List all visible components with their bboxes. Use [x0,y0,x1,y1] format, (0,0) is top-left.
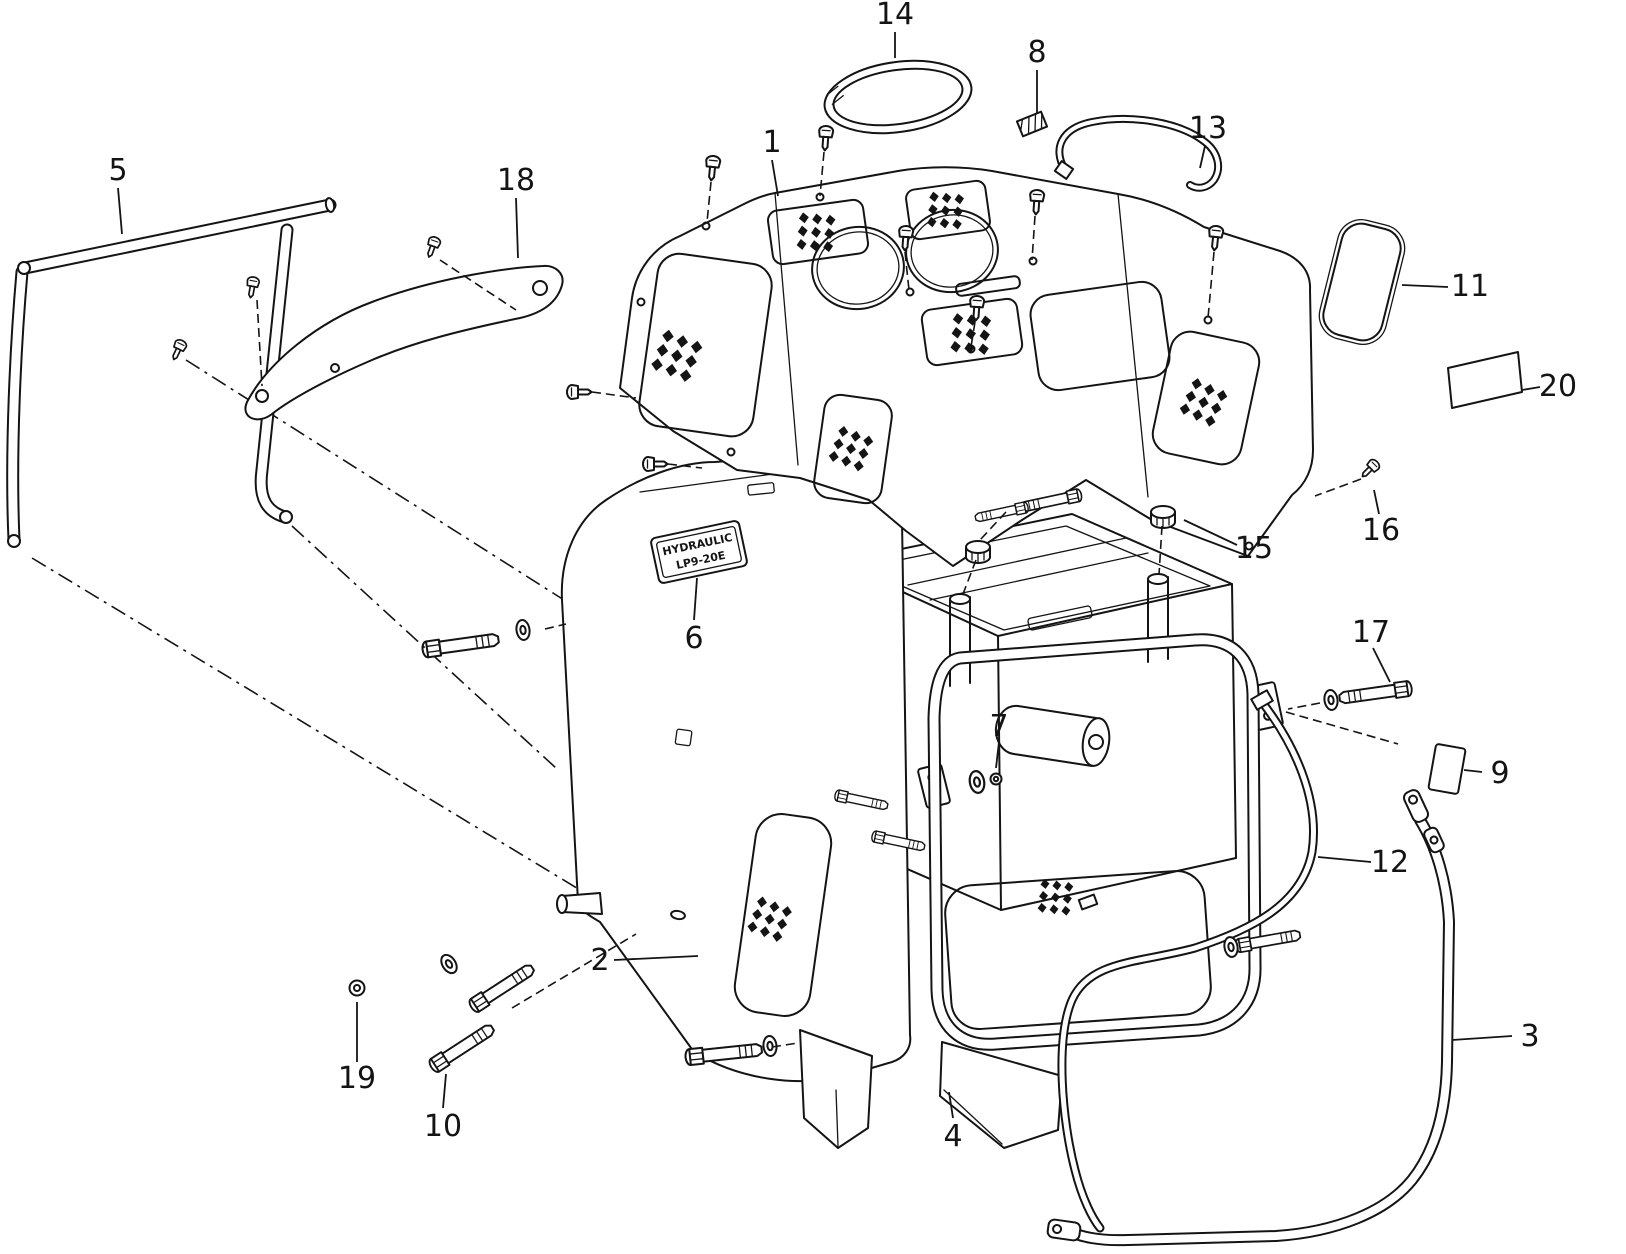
part-sealing-ring [823,59,973,135]
part-support-bracket [244,264,564,421]
screw-item16 [1357,456,1383,482]
part-outer-frame [1046,789,1455,1247]
callout-1: 1 [762,125,781,160]
callout-2: 2 [590,943,609,978]
screw [167,337,189,363]
callout-12: 12 [1371,845,1409,880]
part-short-hose [1053,114,1223,192]
screw [422,234,443,260]
callout-10: 10 [424,1109,462,1144]
part-top-cover [619,166,1314,567]
callout-19: 19 [338,1061,376,1096]
part-label-plate: HYDRAULIC LP9-20E [650,520,748,584]
part-handle-frame [6,197,337,548]
screw [816,124,835,152]
part-pad-small [1427,743,1467,795]
callout-14: 14 [876,0,914,32]
callout-17: 17 [1352,615,1390,650]
callout-15: 15 [1235,531,1273,566]
bolt-item17 [1337,679,1414,707]
part-gasket [1318,219,1406,345]
washer-item19 [348,979,366,997]
part-bottom-bracket [939,1041,1063,1149]
washer [1322,688,1340,712]
part-clip [1015,110,1049,138]
nut-item7 [989,772,1003,786]
screw [243,275,261,300]
callout-6: 6 [684,621,703,656]
callout-11: 11 [1451,269,1489,304]
callout-3: 3 [1520,1019,1539,1054]
washer [514,618,532,642]
bolt [466,960,538,1015]
callout-20: 20 [1539,369,1577,404]
assembly-axis-lines [31,359,586,894]
callout-leaders [117,32,1541,1119]
callout-13: 13 [1189,111,1227,146]
screw [642,456,669,472]
hardware-fasteners [167,124,1414,1075]
callout-8: 8 [1027,35,1046,70]
plug-cap [965,540,991,564]
callout-4: 4 [943,1119,962,1154]
callout-18: 18 [497,163,535,198]
callout-5: 5 [108,153,127,188]
part-pad-large [1447,351,1523,409]
washer [437,951,461,977]
callout-numbers: 14 8 13 1 5 18 11 20 16 15 6 17 7 9 12 2… [108,0,1577,1154]
screw [566,384,593,400]
washer-item7 [966,768,988,796]
callout-16: 16 [1362,513,1400,548]
screw [703,154,722,183]
fastener-axis-lines [256,151,1399,1048]
plug-cap-item15 [1150,505,1176,529]
callout-7: 7 [989,709,1008,744]
callout-9: 9 [1490,756,1509,791]
part-hose-loop [1057,689,1318,1233]
bolt-item10 [426,1020,498,1075]
part-roll-frame [927,633,1262,1051]
bolt [420,630,501,659]
